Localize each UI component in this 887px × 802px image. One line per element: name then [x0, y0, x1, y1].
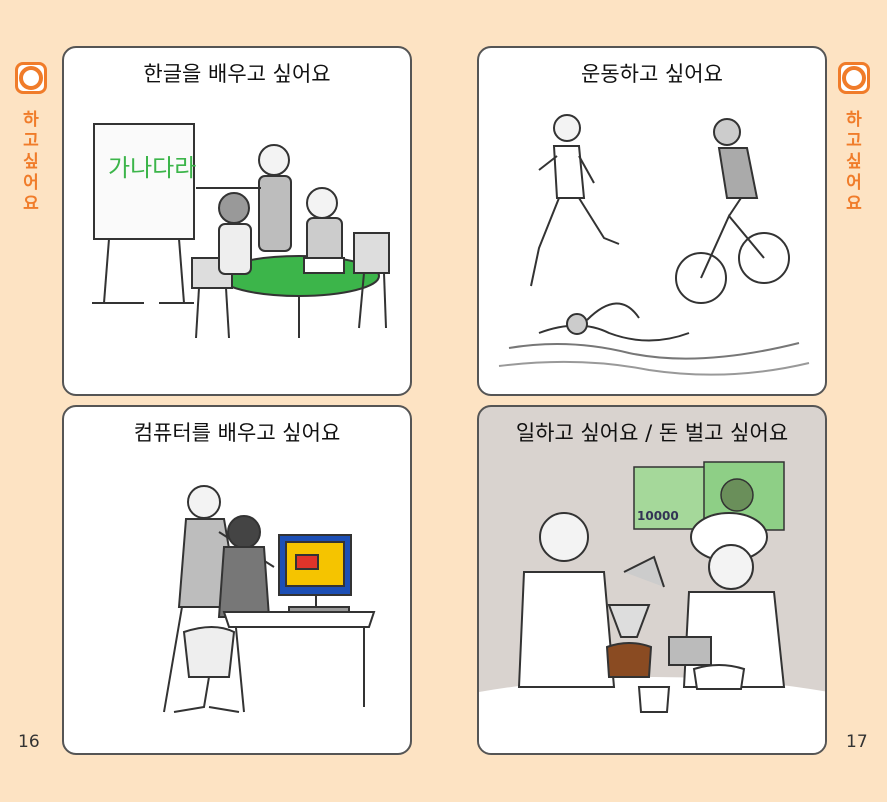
card-exercise: 운동하고 싶어요: [477, 46, 827, 396]
circle-icon: [838, 62, 870, 94]
card-title: 일하고 싶어요 / 돈 벌고 싶어요: [515, 421, 789, 445]
computer-illustration: [163, 485, 376, 713]
banknote-value: 10000: [637, 509, 679, 523]
page-number-left: 16: [18, 732, 40, 752]
card-title: 운동하고 싶어요: [581, 62, 723, 86]
card-learn-hangul: 한글을 배우고 싶어요 가나다라: [62, 46, 412, 396]
sports-illustration: [498, 114, 810, 376]
side-label-left: 하고싶어요: [23, 110, 39, 214]
card-title: 컴퓨터를 배우고 싶어요: [133, 421, 341, 445]
card-work: 10000 일하고 싶어요 / 돈 벌고 싶어요: [477, 405, 827, 755]
classroom-illustration: [92, 123, 390, 339]
cafe-work-illustration: [479, 461, 825, 753]
side-label-right: 하고싶어요: [846, 110, 862, 214]
side-tab-left: 하고싶어요: [11, 62, 51, 215]
card-learn-computer: 컴퓨터를 배우고 싶어요: [62, 405, 412, 755]
board-text: 가나다라: [108, 154, 197, 182]
card-title: 한글을 배우고 싶어요: [143, 62, 331, 86]
side-tab-right: 하고싶어요: [834, 62, 874, 215]
page-number-right: 17: [846, 732, 868, 752]
circle-icon: [15, 62, 47, 94]
